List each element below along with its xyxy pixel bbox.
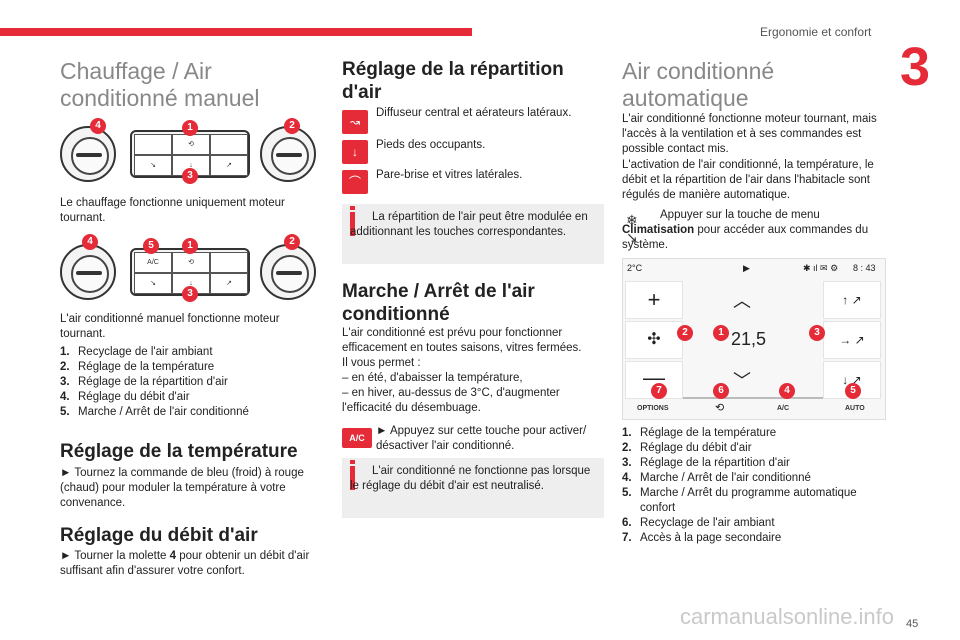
list-item: 3.Réglage de la répartition d'air — [622, 457, 790, 469]
callout-badge: 5 — [143, 238, 159, 254]
climate-touchscreen: 2°C ▶ ✱ ıl ✉ ⚙ 8 : 43 + ✣ — ︿ 21,5 ﹀ ↑ ↗… — [622, 258, 886, 420]
vent-icon: ↗ — [210, 155, 248, 176]
info-icon — [350, 206, 355, 210]
recirculation-icon: ⟲ — [172, 252, 210, 273]
legend-list: 1.Réglage de la température 2.Réglage du… — [622, 426, 884, 546]
heading-airflow: Réglage du débit d'air — [60, 525, 258, 546]
vent-icon: ↘ — [134, 273, 172, 294]
status-icons: ✱ ıl ✉ ⚙ — [803, 263, 839, 273]
list-item: 6.Recyclage de l'air ambiant — [622, 517, 775, 529]
climate-menu-icon: ❄ ↘ — [626, 212, 638, 245]
heading-temperature: Réglage de la température — [60, 441, 298, 462]
paragraph: Pieds des occupants. — [376, 139, 486, 151]
vent-icon: ↘ — [134, 155, 172, 176]
list-item: 4.Réglage du débit d'air — [60, 391, 190, 403]
list-item: 5.Marche / Arrêt de l'air conditionné — [60, 406, 249, 418]
callout-badge: 7 — [651, 383, 667, 399]
info-note: La répartition de l'air peut être modulé… — [342, 204, 604, 264]
paragraph: ► Appuyez sur cette touche pour activer/… — [376, 425, 587, 452]
button-grid: A/C ⟲ ↘ ↓ ↗ — [130, 248, 250, 296]
chapter-number: 3 — [900, 37, 931, 97]
info-note: L'air conditionné ne fonctionne pas lors… — [342, 458, 604, 518]
section-title-auto: Air conditionné automatique — [622, 58, 775, 111]
callout-badge: 4 — [779, 383, 795, 399]
airflow-dial — [60, 126, 116, 182]
callout-badge: 2 — [677, 325, 693, 341]
callout-badge: 1 — [182, 238, 198, 254]
list-item: 3.Réglage de la répartition d'air — [60, 376, 228, 388]
callout-badge: 1 — [713, 325, 729, 341]
header-accent-bar — [0, 28, 472, 36]
temperature-dial — [260, 244, 316, 300]
paragraph: L'air conditionné est prévu pour fonctio… — [342, 327, 582, 354]
paragraph: L'air conditionné fonctionne moteur tour… — [622, 113, 877, 155]
list-item: 7.Accès à la page secondaire — [622, 532, 782, 544]
ac-button-icon: A/C — [134, 252, 172, 273]
paragraph: Appuyer sur la touche de menu Climatisat… — [622, 209, 869, 251]
callout-badge: 3 — [182, 286, 198, 302]
callout-badge: 4 — [82, 234, 98, 250]
airflow-dial — [60, 244, 116, 300]
ac-button-icon: A/C — [342, 428, 372, 448]
paragraph: Il vous permet : — [342, 357, 421, 369]
foot-vent-icon: ↓ — [342, 140, 368, 164]
section-name: Ergonomie et confort — [760, 25, 872, 39]
chevron-up-icon: ︿ — [733, 291, 751, 311]
page-number: 45 — [906, 618, 919, 630]
paragraph: Diffuseur central et aérateurs latéraux. — [376, 107, 572, 119]
heading-distribution: Réglage de la répartition d'air — [342, 59, 564, 103]
temperature-value: 21,5 — [731, 329, 767, 349]
recirculation-icon: ⟲ — [172, 134, 210, 155]
callout-badge: 3 — [182, 168, 198, 184]
screen-status-bar: 2°C ▶ ✱ ıl ✉ ⚙ 8 : 43 — [627, 263, 876, 273]
callout-badge: 2 — [284, 234, 300, 250]
button-grid: ⟲ ↘ ↓ ↗ — [130, 130, 250, 178]
face-vent-icon: → ↗ — [823, 321, 881, 359]
manual-panel-figure-1: ⟲ ↘ ↓ ↗ 4 1 2 3 — [60, 118, 322, 184]
auto-label: AUTO — [845, 405, 865, 412]
temperature-dial — [260, 126, 316, 182]
callout-badge: 4 — [90, 118, 106, 134]
windscreen-vent-icon: ↑ ↗ — [823, 281, 881, 319]
list-item: 1.Recyclage de l'air ambiant — [60, 346, 213, 358]
fan-icon: ✣ — [625, 321, 683, 359]
recirculation-icon: ⟲ — [715, 402, 725, 414]
section-title-manual: Chauffage / Air conditionné manuel — [60, 58, 260, 111]
info-icon — [350, 460, 355, 464]
callout-badge: 6 — [713, 383, 729, 399]
paragraph: Le chauffage fonctionne uniquement moteu… — [60, 197, 285, 224]
callout-badge: 5 — [845, 383, 861, 399]
fan-level-bar — [683, 397, 823, 399]
ac-label: A/C — [777, 405, 790, 412]
options-label: OPTIONS — [637, 405, 669, 412]
list-item: 4.Marche / Arrêt de l'air conditionné — [622, 472, 811, 484]
vent-icon: ↗ — [210, 273, 248, 294]
legend-list: 1.Recyclage de l'air ambiant 2.Réglage d… — [60, 345, 320, 420]
list-item: 1.Réglage de la température — [622, 427, 777, 439]
list-item: 5.Marche / Arrêt du programme automatiqu… — [622, 487, 857, 514]
manual-panel-figure-2: A/C ⟲ ↘ ↓ ↗ 4 5 1 2 3 — [60, 234, 322, 302]
callout-badge: 3 — [809, 325, 825, 341]
windscreen-vent-icon: ⌒ — [342, 170, 368, 194]
temp-down-icon: — — [625, 361, 683, 399]
paragraph: – en été, d'abaisser la température, — [342, 372, 523, 384]
watermark: carmanualsonline.info — [680, 604, 895, 629]
heading-ac-onoff: Marche / Arrêt de l'air conditionné — [342, 281, 535, 325]
media-icon: ▶ — [743, 263, 750, 273]
chevron-down-icon: ﹀ — [733, 371, 751, 391]
paragraph: ► Tourner la molette 4 pour obtenir un d… — [60, 550, 310, 577]
list-item: 2.Réglage de la température — [60, 361, 215, 373]
callout-badge: 2 — [284, 118, 300, 134]
paragraph: – en hiver, au-dessus de 3°C, d'augmente… — [342, 387, 560, 414]
paragraph: Pare-brise et vitres latérales. — [376, 169, 523, 181]
callout-badge: 1 — [182, 120, 198, 136]
temp-up-icon: + — [625, 281, 683, 319]
list-item: 2.Réglage du débit d'air — [622, 442, 752, 454]
paragraph: L'activation de l'air conditionné, la te… — [622, 159, 874, 201]
face-vent-icon: ↝ — [342, 110, 368, 134]
paragraph: L'air conditionné manuel fonctionne mote… — [60, 313, 280, 340]
paragraph: ► Tournez la commande de bleu (froid) à … — [60, 467, 304, 509]
